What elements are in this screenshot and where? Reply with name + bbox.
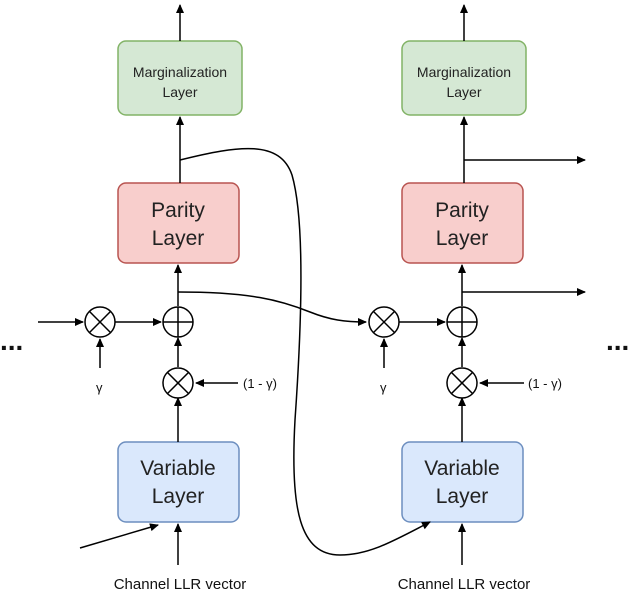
variable-layer-box (117, 441, 240, 523)
variable-label-line2: Layer (436, 485, 489, 508)
variable-label-line2: Layer (152, 485, 205, 508)
marginalization-to-next-variable-connector (179, 147, 431, 556)
parity-label-line1: Parity (435, 199, 489, 222)
marginalization-label-line2: Layer (446, 84, 481, 100)
ellipsis-left: ... (0, 325, 23, 356)
channel-llr-label-right: Channel LLR vector (398, 576, 531, 593)
parity-layer-box (117, 182, 240, 264)
stage-right: Marginalization Layer Parity Layer Varia… (368, 4, 629, 593)
variable-label-line1: Variable (424, 457, 500, 480)
marginalization-label-line1: Marginalization (417, 64, 511, 80)
one-minus-gamma-label-right: (1 - γ) (528, 376, 562, 391)
gamma-label-right: γ (380, 380, 387, 395)
variable-label-line1: Variable (140, 457, 216, 480)
ellipsis-right: ... (606, 325, 629, 356)
marginalization-label-line2: Layer (162, 84, 197, 100)
marginalization-label-line1: Marginalization (133, 64, 227, 80)
one-minus-gamma-label-left: (1 - γ) (243, 376, 277, 391)
parity-to-next-multiply-connector (177, 291, 367, 326)
parity-label-line1: Parity (151, 199, 205, 222)
parity-label-line2: Layer (152, 227, 205, 250)
channel-llr-label-left: Channel LLR vector (114, 576, 247, 593)
variable-layer-box (401, 441, 524, 523)
gamma-label-left: γ (96, 380, 103, 395)
incoming-diagonal-arrow-left (79, 523, 159, 549)
parity-label-line2: Layer (436, 227, 489, 250)
stage-left: Marginalization Layer Parity Layer Varia… (0, 4, 277, 593)
parity-layer-box (401, 182, 524, 264)
